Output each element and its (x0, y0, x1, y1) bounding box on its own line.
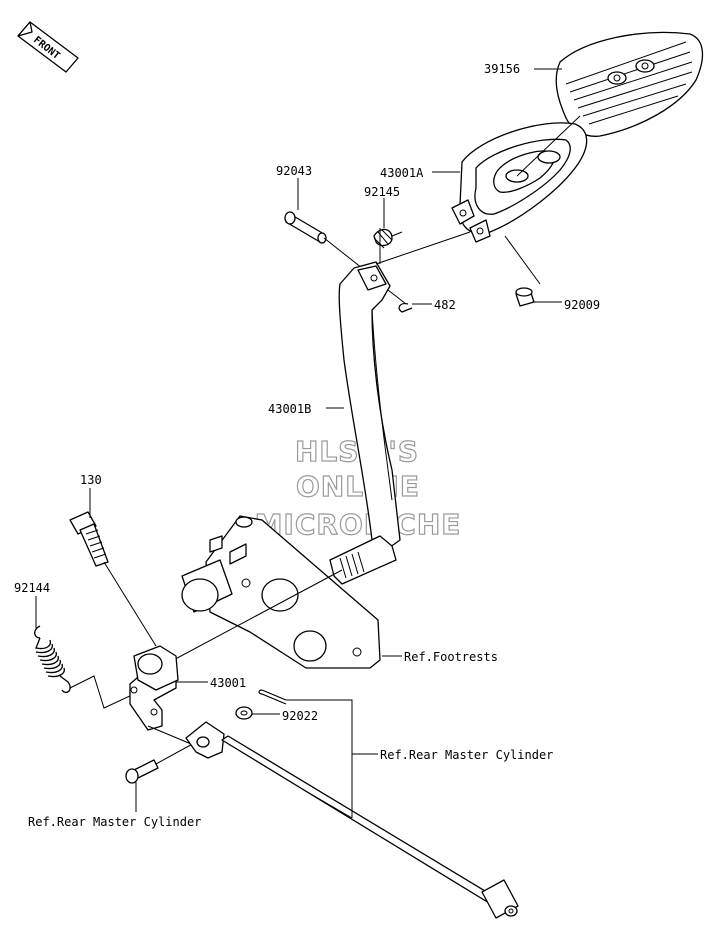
pedal-pad-part (451, 122, 588, 243)
callout-92022: 92022 (282, 709, 318, 723)
bolt-locator-line-130 (103, 561, 157, 647)
callout-92009: 92009 (564, 298, 600, 312)
brake-lever-part (129, 645, 179, 731)
return-spring-small-part (373, 228, 403, 249)
callout-92145: 92145 (364, 185, 400, 199)
callout-ref-rear-master-cylinder-left: Ref.Rear Master Cylinder (28, 815, 201, 829)
watermark-line-2: ONLINE (296, 470, 420, 503)
pin-part (284, 211, 327, 244)
callout-43001a: 43001A (380, 166, 424, 180)
callout-92144: 92144 (14, 581, 50, 595)
return-spring-part (34, 625, 71, 694)
arm-to-pad-line (375, 231, 471, 265)
callout-92043: 92043 (276, 164, 312, 178)
spring-locator-line (69, 675, 135, 709)
callout-ref-footrests: Ref.Footrests (404, 650, 498, 664)
callout-ref-rear-master-cylinder-right: Ref.Rear Master Cylinder (380, 748, 553, 762)
watermark-line-3: MICROFICHE (255, 508, 462, 541)
callout-130: 130 (80, 473, 102, 487)
ref-master-cylinder-pointer (303, 789, 353, 819)
clip-part (398, 302, 413, 313)
pedal-rubber-part (555, 31, 704, 137)
pad-to-rubber-line (516, 115, 581, 177)
clevis-pin-part (125, 759, 159, 784)
pin-locator-line (323, 237, 363, 269)
watermark: HLSM'S ONLINE MICROFICHE (254, 434, 462, 541)
arm-to-clip-line (387, 289, 407, 305)
bolt-locator-line (504, 235, 541, 285)
callout-leader-lines (35, 68, 562, 812)
lever-to-rod-line (147, 725, 197, 747)
callout-39156: 39156 (484, 62, 520, 76)
callout-43001: 43001 (210, 676, 246, 690)
callout-482: 482 (434, 298, 456, 312)
pad-bolt-part (515, 287, 535, 307)
lever-to-bracket-line (165, 569, 343, 665)
cotter-pin-part (258, 689, 287, 705)
push-rod-part (185, 721, 519, 919)
bolt-part (69, 511, 109, 567)
front-direction-badge: FRONT (17, 21, 79, 73)
footrest-bracket-part (181, 515, 397, 669)
pedal-arm-part (338, 261, 401, 551)
callout-43001b: 43001B (268, 402, 311, 416)
washer-part (235, 706, 253, 720)
clevis-pin-locator-line (155, 741, 197, 765)
